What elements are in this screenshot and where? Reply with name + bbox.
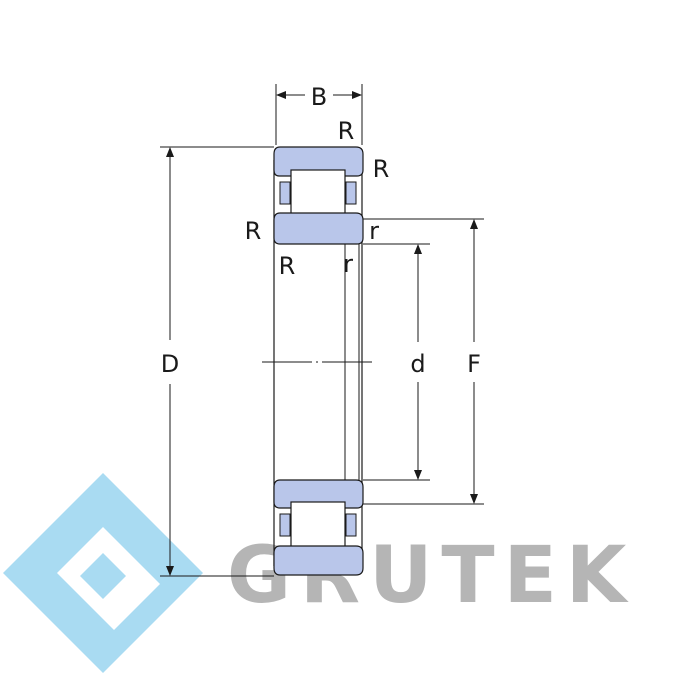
cage-top-right <box>345 181 357 205</box>
inner-ring-bottom <box>273 479 364 509</box>
cage-bottom-right <box>345 513 357 537</box>
dimension-small-d-label: d <box>410 350 425 378</box>
brand-logo-icon <box>3 473 214 673</box>
roller-bottom <box>290 501 346 549</box>
dimension-f: F <box>363 218 484 505</box>
dimension-b: B <box>275 83 363 145</box>
dimension-d: D <box>160 146 274 577</box>
radius-label-outer-top: R <box>338 117 355 145</box>
cage-top-left <box>279 181 291 205</box>
dimension-b-label: B <box>311 83 327 111</box>
outer-ring-top <box>273 146 364 177</box>
radius-label-outer-side: R <box>373 155 390 183</box>
radius-label-small-right: r <box>369 217 379 245</box>
bearing-cross-section <box>262 146 374 576</box>
dimension-small-d: d <box>363 243 430 481</box>
inner-ring-top <box>273 212 364 245</box>
roller-top <box>290 169 346 217</box>
radius-label-inner-left: R <box>245 217 262 245</box>
outer-ring-bottom <box>273 545 364 576</box>
radius-label-inner-bottom: R <box>279 252 296 280</box>
brand-name: GRUTEK <box>227 531 635 621</box>
dimension-d-label: D <box>161 350 179 378</box>
radius-label-small-bottom: r <box>343 250 353 278</box>
dimension-f-label: F <box>467 350 481 378</box>
cage-bottom-left <box>279 513 291 537</box>
